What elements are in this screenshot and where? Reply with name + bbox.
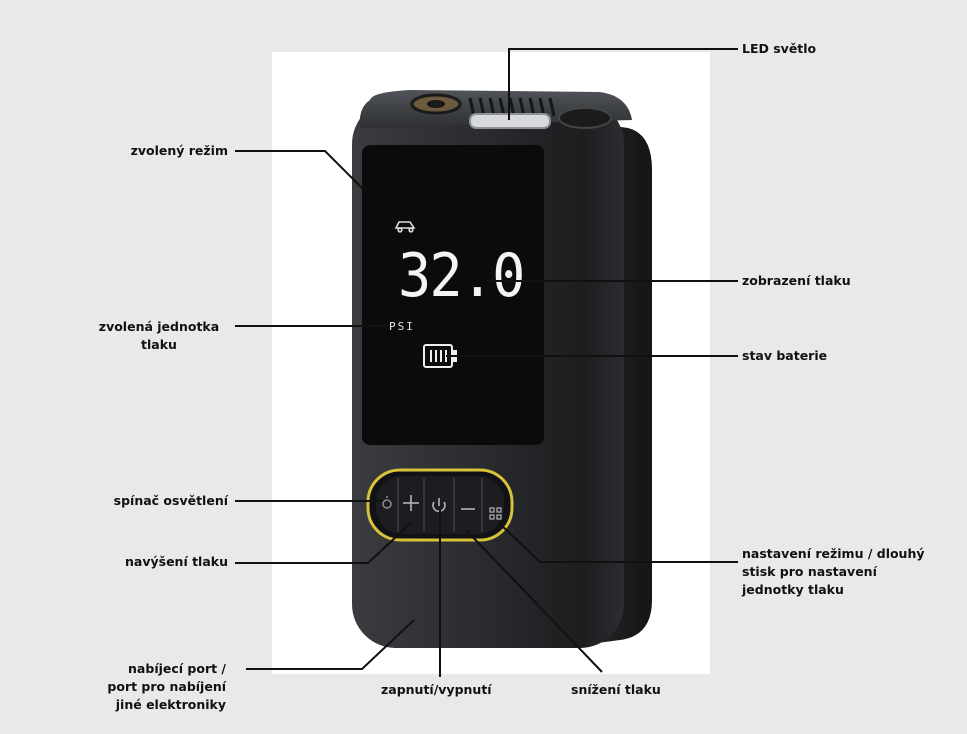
label-charging-port: nabíjecí port / port pro nabíjení jiné e… <box>60 660 226 714</box>
label-pressure-display: zobrazení tlaku <box>742 273 851 288</box>
leader-mode-setting <box>499 523 738 563</box>
label-charging-port-line1: nabíjecí port / <box>128 661 226 676</box>
label-selected-mode: zvolený režim <box>130 143 228 158</box>
top-port <box>558 107 612 129</box>
label-selected-unit: zvolená jednotka tlaku <box>84 318 234 354</box>
label-led-light: LED světlo <box>742 41 817 56</box>
label-decrease-pressure: snížení tlaku <box>571 682 661 697</box>
mode-icon[interactable] <box>489 507 502 520</box>
label-light-switch: spínač osvětlení <box>113 493 228 508</box>
pressure-unit: PSI <box>389 320 415 333</box>
label-power-toggle: zapnutí/vypnutí <box>381 682 492 697</box>
label-mode-setting-line2: stisk pro nastavení <box>742 564 877 579</box>
label-charging-port-line3: jiné elektroniky <box>115 697 226 712</box>
label-mode-setting-line1: nastavení režimu / dlouhý <box>742 546 925 561</box>
label-selected-unit-line2: tlaku <box>141 337 177 352</box>
label-mode-setting-line3: jednotky tlaku <box>742 582 844 597</box>
leader-increase-pressure <box>235 522 412 564</box>
leader-led-light <box>508 48 738 120</box>
light-icon[interactable] <box>382 496 392 509</box>
leader-charging-port <box>246 619 415 670</box>
car-icon <box>394 221 416 233</box>
label-selected-unit-line1: zvolená jednotka <box>98 319 220 334</box>
label-increase-pressure: navýšení tlaku <box>125 554 228 569</box>
plus-icon[interactable] <box>403 495 419 511</box>
label-battery-status: stav baterie <box>742 348 828 363</box>
leader-selected-mode <box>235 150 397 223</box>
label-mode-setting: nastavení režimu / dlouhý stisk pro nast… <box>742 545 925 599</box>
label-charging-port-line2: port pro nabíjení <box>107 679 226 694</box>
leader-decrease-pressure <box>465 529 603 673</box>
screen <box>362 145 544 445</box>
